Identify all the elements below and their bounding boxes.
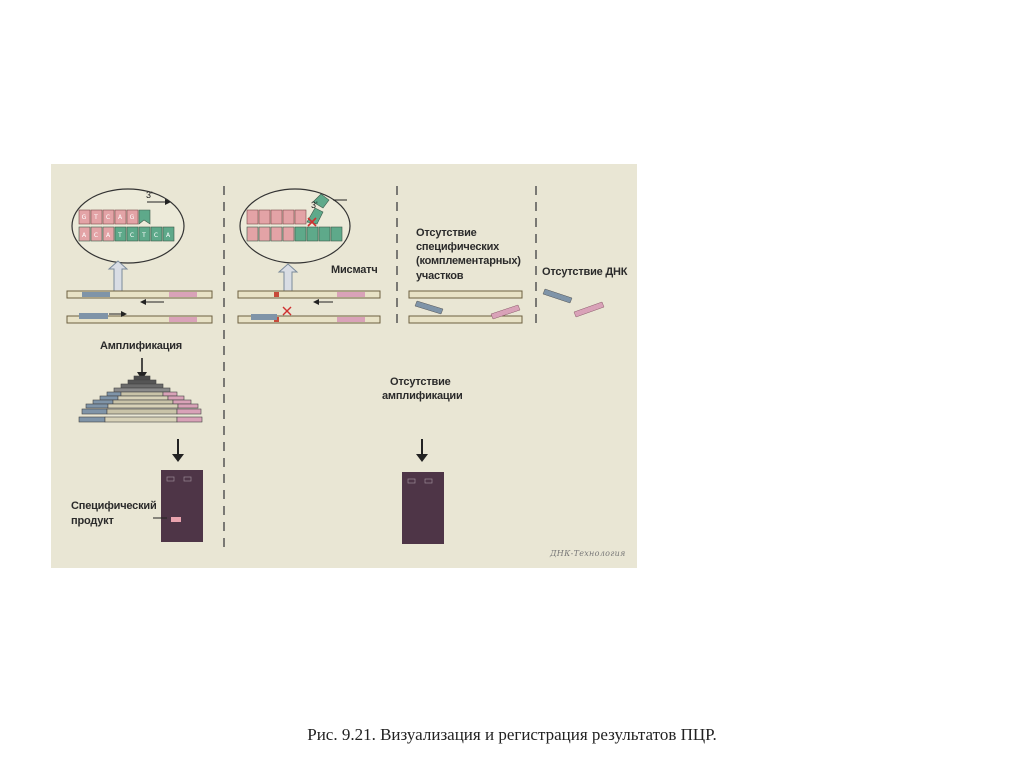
no-specific-regions-line3: (комплементарных) — [416, 255, 521, 267]
svg-text:T: T — [141, 232, 146, 239]
template-strands-2 — [238, 291, 380, 323]
dna-zoom-ellipse-2 — [240, 189, 350, 263]
no-amplification-line2: амплификации — [382, 390, 463, 402]
svg-text:G: G — [130, 214, 135, 221]
gel-1 — [161, 470, 203, 542]
zoom-arrow-2 — [279, 264, 297, 294]
gel-2 — [402, 472, 444, 544]
svg-text:T: T — [117, 232, 122, 239]
watermark: ДНК-Технология — [550, 549, 626, 558]
specific-product-line2: продукт — [71, 515, 114, 527]
svg-text:T: T — [93, 214, 98, 221]
three-prime-label-1: 3' — [146, 190, 153, 200]
template-strands-3 — [409, 291, 522, 323]
amplification-label: Амплификация — [100, 340, 182, 352]
svg-text:C: C — [106, 214, 110, 221]
down-arrow-gel-2 — [416, 439, 428, 462]
template-strands-1 — [67, 291, 212, 323]
three-prime-label-2: 3' — [311, 200, 318, 210]
figure-caption: Рис. 9.21. Визуализация и регистрация ре… — [0, 725, 1024, 745]
svg-text:C: C — [94, 232, 98, 239]
zoom-arrow-1 — [109, 261, 127, 292]
mismatch-label: Мисматч — [331, 264, 378, 276]
svg-text:G: G — [82, 214, 87, 221]
amplification-pyramid — [79, 376, 202, 422]
specific-product-band — [171, 517, 181, 522]
no-specific-regions-line1: Отсутствие — [416, 227, 477, 239]
svg-text:C: C — [130, 232, 134, 239]
down-arrow-gel-1 — [172, 439, 184, 462]
free-primers-4 — [543, 289, 604, 317]
no-dna-label: Отсутствие ДНК — [542, 266, 627, 278]
svg-text:C: C — [154, 232, 158, 239]
no-specific-regions-line4: участков — [416, 270, 463, 282]
specific-product-line1: Специфический — [71, 500, 157, 512]
no-specific-regions-line2: специфических — [416, 241, 499, 253]
no-amplification-line1: Отсутствие — [390, 376, 451, 388]
